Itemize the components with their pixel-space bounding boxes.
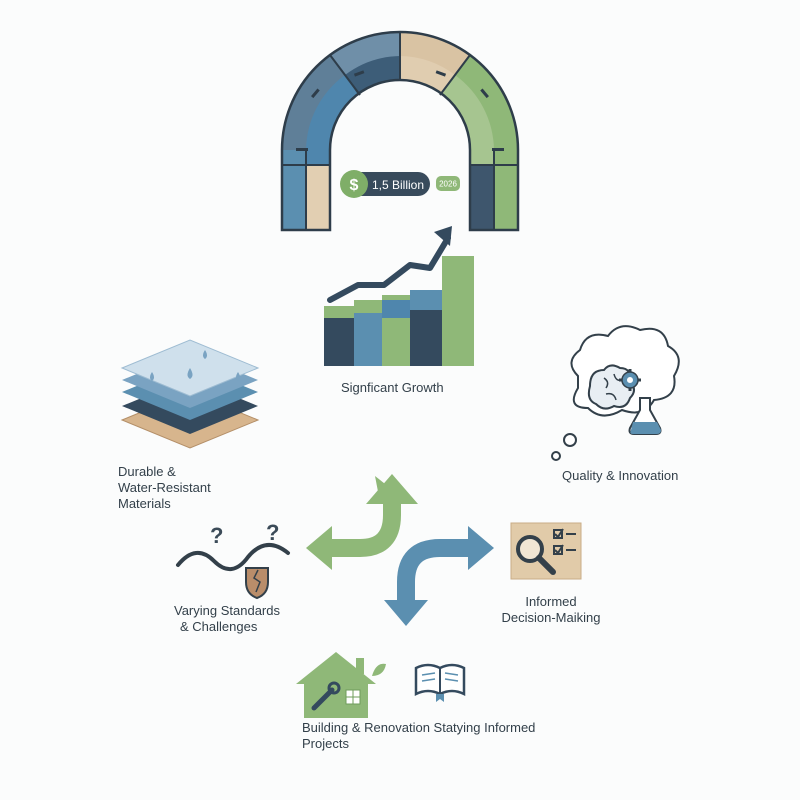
price-pill	[346, 172, 430, 196]
decision-label-line1: Informed	[525, 594, 577, 609]
question-mark-icon: ?	[266, 520, 279, 545]
flask-icon	[628, 397, 662, 435]
standards-label-line1: Varying Standards	[174, 603, 280, 618]
durable-label: Durable & Water-Resistant Materials	[118, 464, 211, 512]
question-mark-icon: ?	[210, 523, 223, 548]
quality-label: Quality & Innovation	[562, 468, 679, 483]
durable-label-line1: Durable &	[118, 464, 176, 479]
building-label-line2: Projects	[302, 736, 349, 751]
durable-label-line2: Water-Resistant	[118, 480, 211, 495]
building-label: Building & Renovation Statying Informed …	[302, 720, 602, 752]
standards-label: Varying Standards & Challenges	[174, 603, 280, 635]
durable-label-line3: Materials	[118, 496, 171, 511]
gear-icon	[619, 369, 641, 391]
leaf-icon	[372, 663, 386, 676]
dollar-icon	[340, 170, 368, 198]
year-pill	[436, 176, 460, 191]
price-amount: 1,5 Billion	[372, 178, 424, 192]
wrench-icon	[311, 681, 341, 711]
shield-icon	[245, 567, 269, 600]
water-drop-icon	[150, 350, 240, 399]
standards-label-line2: & Challenges	[180, 619, 258, 634]
decision-label: Informed Decision-Maiking	[497, 594, 605, 626]
building-label-line1: Building & Renovation Statying Informed	[302, 720, 536, 735]
currency-symbol: $	[350, 177, 359, 194]
growth-label: Signficant Growth	[341, 380, 444, 395]
price-year: 2026	[439, 180, 457, 189]
decision-label-line2: Decision-Maiking	[501, 610, 601, 625]
magnifier-icon	[516, 535, 556, 575]
